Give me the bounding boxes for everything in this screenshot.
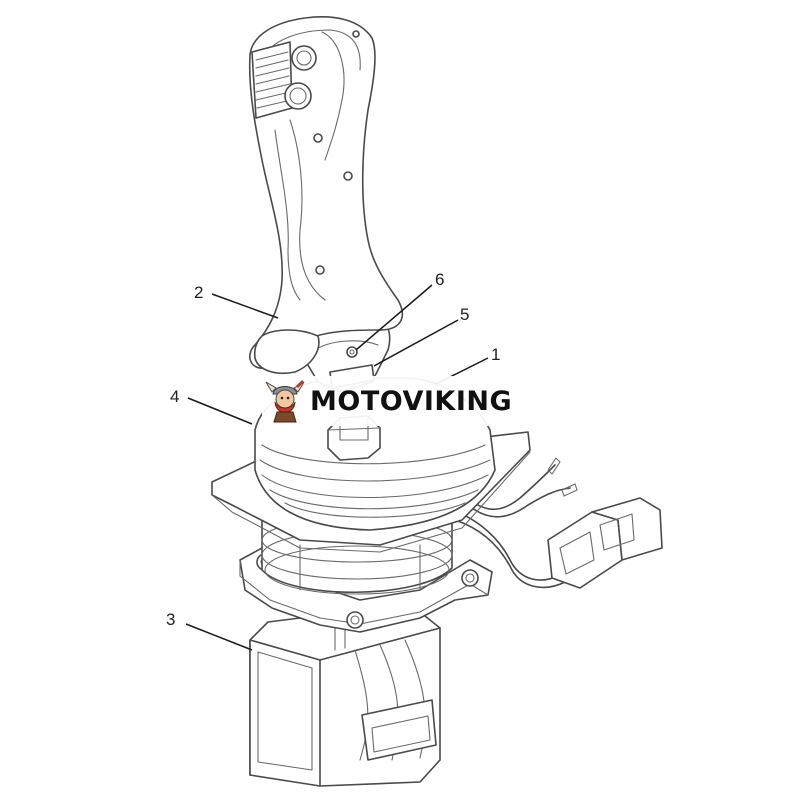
callout-6: 6 [435, 270, 444, 289]
wire-harness [451, 457, 663, 589]
leader-4 [187, 397, 253, 425]
callout-2: 2 [194, 283, 203, 302]
leader-6 [355, 284, 433, 351]
leader-lines [185, 284, 489, 651]
leader-5 [373, 319, 459, 367]
watermark-text: MOTOVIKING [310, 385, 513, 417]
callout-labels: 1 2 3 4 5 6 [166, 270, 500, 629]
control-housing [249, 609, 441, 787]
watermark-banner: MOTOVIKING [262, 376, 536, 426]
callout-3: 3 [166, 610, 175, 629]
leader-2 [211, 293, 279, 319]
callout-5: 5 [460, 305, 469, 324]
joystick-grip [248, 16, 404, 374]
leader-3 [185, 623, 253, 651]
callout-4: 4 [170, 387, 179, 406]
callout-1: 1 [491, 345, 500, 364]
viking-mascot-icon [265, 380, 305, 423]
